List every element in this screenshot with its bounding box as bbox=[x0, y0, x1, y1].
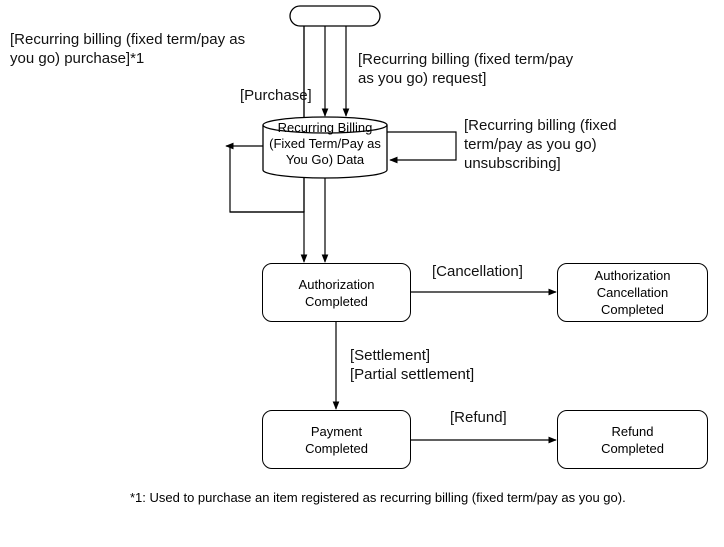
data-store-label: Recurring Billing (Fixed Term/Pay as You… bbox=[269, 120, 381, 167]
label-settlement: [Settlement] [Partial settlement] bbox=[350, 347, 475, 383]
node-authorization-cancellation-completed-label: Authorization Cancellation Completed bbox=[594, 268, 671, 317]
connector-unsubscribing-loop bbox=[387, 131, 457, 164]
label-cancellation: [Cancellation] bbox=[432, 263, 523, 280]
label-unsubscribing: [Recurring billing (fixed term/pay as yo… bbox=[464, 117, 617, 172]
node-authorization-cancellation-completed: Authorization Cancellation Completed bbox=[557, 263, 708, 322]
start-node bbox=[289, 5, 381, 27]
node-authorization-completed-label: Authorization Completed bbox=[298, 276, 375, 309]
node-refund-completed-label: Refund Completed bbox=[601, 423, 664, 456]
connector-left-branch bbox=[229, 146, 308, 263]
node-authorization-completed: Authorization Completed bbox=[262, 263, 411, 322]
label-purchase-recurring: [Recurring billing (fixed term/pay as yo… bbox=[10, 31, 246, 67]
footnote: *1: Used to purchase an item registered … bbox=[130, 490, 626, 505]
node-payment-completed-label: Payment Completed bbox=[305, 423, 368, 456]
node-payment-completed: Payment Completed bbox=[262, 410, 411, 469]
label-purchase: [Purchase] bbox=[240, 87, 312, 104]
label-refund: [Refund] bbox=[450, 409, 507, 426]
label-request-recurring: [Recurring billing (fixed term/pay as yo… bbox=[358, 51, 574, 87]
node-refund-completed: Refund Completed bbox=[557, 410, 708, 469]
